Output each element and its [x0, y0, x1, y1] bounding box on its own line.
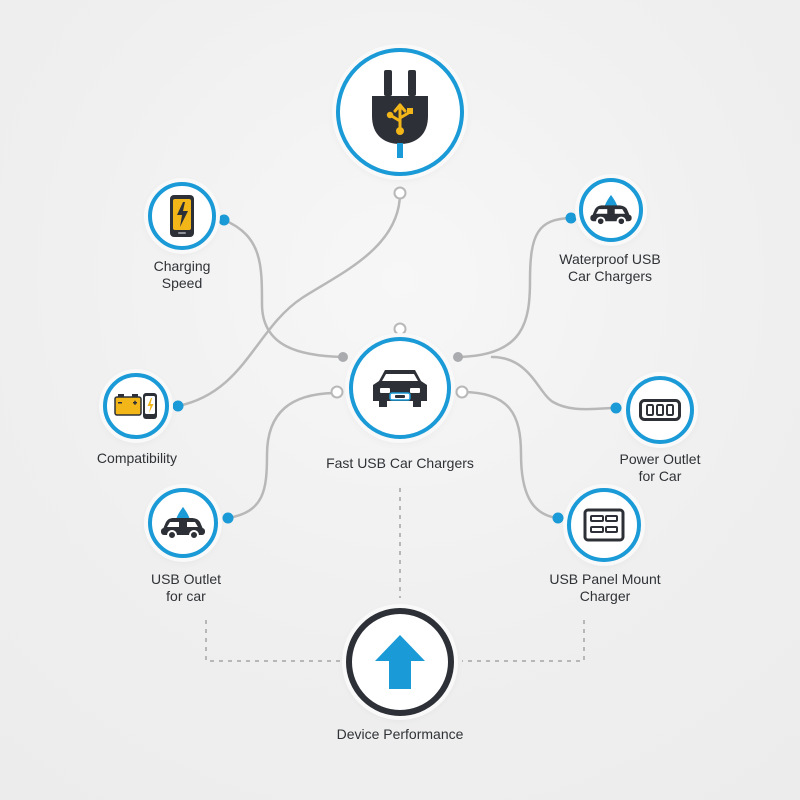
panel-mount-dot: [552, 512, 564, 524]
car-front-usb-icon: [373, 370, 427, 407]
connector-power-outlet: [490, 355, 618, 411]
panel-mount-label: USB Panel Mount Charger: [549, 571, 661, 604]
center-left-port: [330, 385, 344, 399]
center-node[interactable]: [349, 337, 451, 439]
waterproof-node[interactable]: [579, 178, 643, 242]
battery-phone-icon: [114, 393, 157, 419]
center-right-port: [455, 385, 469, 399]
connector-top: [176, 191, 402, 408]
usb-panel-icon: [583, 508, 625, 542]
charging-speed-label: Charging Speed: [153, 258, 211, 291]
power-outlet-node[interactable]: [626, 376, 694, 444]
compatibility-dot: [172, 400, 184, 412]
panel-mount-node[interactable]: [567, 488, 641, 562]
usb-plug-icon: [372, 70, 428, 158]
center-top-port: [393, 322, 407, 336]
car-water-drop-icon: [161, 507, 205, 539]
connector-charging-speed: [222, 218, 345, 359]
power-strip-icon: [639, 399, 681, 421]
connector-waterproof: [456, 216, 573, 359]
waterproof-label: Waterproof USB Car Chargers: [559, 251, 661, 284]
device-performance-node[interactable]: [346, 608, 454, 716]
device-performance-label: Device Performance: [336, 726, 464, 742]
center-left-gray-dot: [338, 352, 348, 362]
connector-right-bottom: [462, 620, 585, 662]
power-outlet-dot: [610, 402, 622, 414]
charging-speed-dot: [218, 214, 230, 226]
usb-outlet-node[interactable]: [148, 488, 218, 558]
usb-outlet-dot: [222, 512, 234, 524]
smartphone-lightning-icon: [170, 195, 194, 237]
usb-outlet-label: USB Outlet for car: [150, 571, 222, 604]
connector-usb-outlet: [226, 391, 336, 520]
charging-speed-node[interactable]: [148, 182, 216, 250]
top-port: [393, 186, 407, 200]
usb-plug-node[interactable]: [336, 48, 464, 176]
power-outlet-label: Power Outlet for Car: [619, 451, 701, 484]
compatibility-node[interactable]: [103, 373, 169, 439]
center-right-gray-dot: [453, 352, 463, 362]
connector-panel-mount: [460, 390, 560, 520]
car-water-drop-icon: [590, 195, 632, 225]
waterproof-dot: [565, 212, 577, 224]
compatibility-label: Compatibility: [96, 450, 178, 466]
arrow-up-icon: [375, 635, 425, 689]
connector-left-bottom: [205, 620, 340, 662]
center-label: Fast USB Car Chargers: [326, 455, 474, 471]
